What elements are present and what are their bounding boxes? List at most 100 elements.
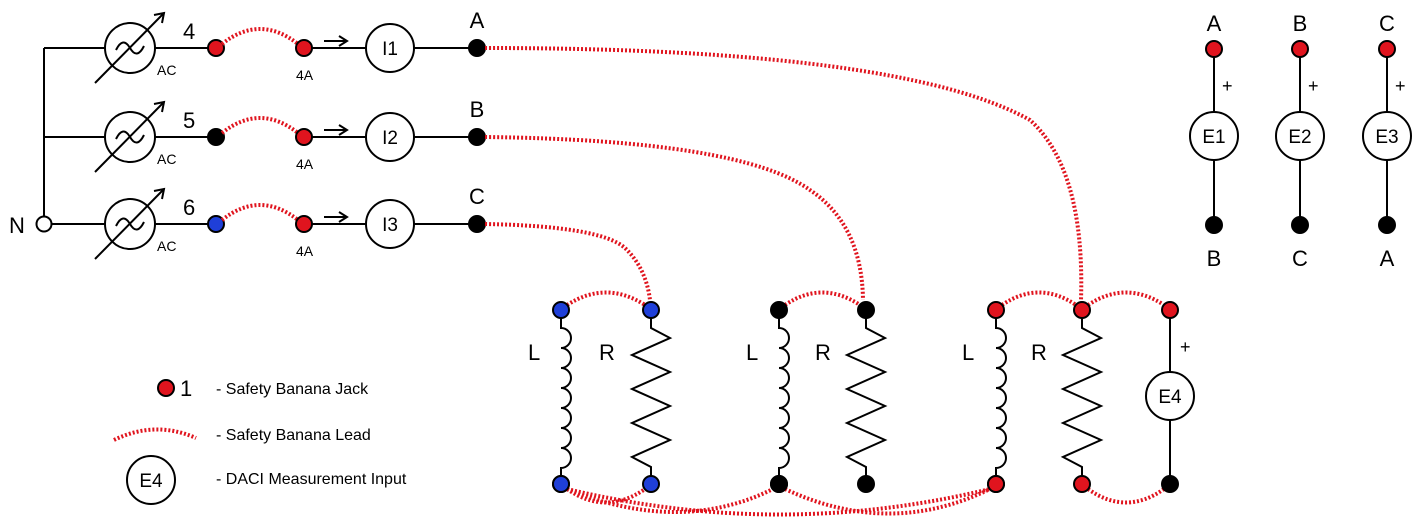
neutral-bus: N bbox=[9, 47, 105, 238]
source-jack[interactable] bbox=[207, 39, 225, 57]
e4-jack[interactable] bbox=[1161, 475, 1179, 493]
ac-source-icon bbox=[94, 11, 166, 84]
legend-meter-icon bbox=[126, 455, 176, 505]
current-direction-arrow-icon bbox=[324, 35, 349, 47]
resistor-label: R bbox=[1031, 340, 1047, 365]
fuse-rating-label: 4A bbox=[296, 243, 314, 259]
load-jack[interactable] bbox=[770, 301, 788, 319]
legend-jack-text: - Safety Banana Jack bbox=[216, 381, 369, 398]
load-jack[interactable] bbox=[857, 475, 875, 493]
voltmeter-bottom-jack[interactable] bbox=[1378, 216, 1396, 234]
e4-jack[interactable] bbox=[1161, 301, 1179, 319]
voltmeter-top-jack[interactable] bbox=[1205, 40, 1223, 58]
phase-terminal[interactable] bbox=[468, 215, 486, 233]
current-meter-label: I3 bbox=[382, 215, 398, 236]
fuse-jack[interactable] bbox=[295, 215, 313, 233]
source-row-b: 5 AC 4A I2 B bbox=[94, 97, 486, 173]
inductor-label: L bbox=[746, 340, 758, 365]
source-type-label: AC bbox=[157, 62, 176, 78]
voltmeter-bottom-jack[interactable] bbox=[1205, 216, 1223, 234]
neutral-lead-load2-to-load3 bbox=[784, 487, 991, 516]
fuse-rating-label: 4A bbox=[296, 156, 314, 172]
voltmeter-top-jack[interactable] bbox=[1378, 40, 1396, 58]
load-voltmeter-e4 bbox=[1145, 371, 1195, 421]
current-direction-arrow-icon bbox=[324, 211, 349, 223]
lead-phase-a-to-load-3 bbox=[484, 46, 1084, 301]
inductor-label: L bbox=[528, 340, 540, 365]
load-3: L R E4 + bbox=[962, 290, 1195, 505]
voltmeter-top-jack[interactable] bbox=[1291, 40, 1309, 58]
inductor-coil bbox=[995, 318, 1007, 476]
voltmeter-label: E1 bbox=[1202, 127, 1225, 148]
resistor-zigzag bbox=[844, 318, 888, 476]
voltmeter-body bbox=[1275, 111, 1325, 161]
source-number: 5 bbox=[183, 108, 195, 133]
voltmeter-e1: A E1 + B bbox=[1189, 11, 1239, 271]
ac-source-icon bbox=[94, 187, 166, 260]
voltmeter-e3: C E3 + A bbox=[1362, 11, 1412, 271]
load-jack[interactable] bbox=[552, 301, 570, 319]
source-row-a: 4 AC 4A I1 A bbox=[94, 8, 486, 84]
legend-jack-icon bbox=[157, 379, 175, 397]
neutral-terminal bbox=[35, 215, 53, 233]
neutral-lead-load1-to-load2 bbox=[566, 487, 774, 514]
resistor-zigzag bbox=[1060, 318, 1104, 476]
legend: 1 - Safety Banana Jack - Safety Banana L… bbox=[113, 376, 407, 505]
phase-terminal[interactable] bbox=[468, 128, 486, 146]
voltmeter-label: E2 bbox=[1288, 127, 1311, 148]
fuse-lead bbox=[220, 27, 300, 46]
resistor-label: R bbox=[599, 340, 615, 365]
source-jack[interactable] bbox=[207, 215, 225, 233]
neutral-lead-load1-to-load3 bbox=[566, 487, 991, 517]
inductor-label: L bbox=[962, 340, 974, 365]
phase-label: C bbox=[469, 184, 485, 209]
voltmeter-body bbox=[1189, 111, 1239, 161]
resistor-label: R bbox=[815, 340, 831, 365]
voltmeter-bottom-jack[interactable] bbox=[1291, 216, 1309, 234]
voltmeter-polarity: + bbox=[1308, 76, 1319, 96]
load-jack[interactable] bbox=[987, 301, 1005, 319]
voltmeter-bottom-label: A bbox=[1380, 246, 1395, 271]
voltmeter-body bbox=[1362, 111, 1412, 161]
load-jack[interactable] bbox=[642, 301, 660, 319]
source-number: 6 bbox=[183, 195, 195, 220]
ac-source-icon bbox=[94, 100, 166, 173]
load-jack[interactable] bbox=[642, 475, 660, 493]
bridge-lead-bottom-e4 bbox=[1086, 487, 1166, 505]
bridge-lead-top bbox=[565, 290, 647, 307]
load-1: L R bbox=[528, 290, 673, 505]
source-type-label: AC bbox=[157, 238, 176, 254]
source-row-c: 6 AC 4A I3 C bbox=[94, 184, 486, 260]
bridge-lead-top bbox=[1000, 290, 1078, 307]
current-meter-label: I2 bbox=[382, 128, 398, 149]
bridge-lead-top bbox=[783, 290, 862, 307]
load-2: L R bbox=[746, 290, 888, 493]
load-jack[interactable] bbox=[1073, 301, 1091, 319]
voltmeter-e2: B E2 + C bbox=[1275, 11, 1325, 271]
resistor-zigzag bbox=[629, 318, 673, 476]
source-number: 4 bbox=[183, 19, 195, 44]
voltmeter-top-label: B bbox=[1293, 11, 1308, 36]
fuse-jack[interactable] bbox=[295, 39, 313, 57]
fuse-lead bbox=[220, 203, 300, 222]
phase-terminal[interactable] bbox=[468, 39, 486, 57]
current-direction-arrow-icon bbox=[324, 124, 349, 136]
lead-phase-c-to-load-1 bbox=[484, 222, 652, 301]
phase-label: B bbox=[470, 97, 485, 122]
inductor-coil bbox=[778, 318, 790, 476]
voltmeter-polarity: + bbox=[1222, 76, 1233, 96]
voltmeter-polarity: + bbox=[1395, 76, 1406, 96]
voltmeter-bottom-label: B bbox=[1207, 246, 1222, 271]
current-meter-label: I1 bbox=[382, 39, 398, 60]
bridge-lead-top-e4 bbox=[1086, 290, 1166, 307]
phase-label: A bbox=[470, 8, 485, 33]
voltmeter-label: E3 bbox=[1375, 127, 1398, 148]
source-jack[interactable] bbox=[207, 128, 225, 146]
fuse-jack[interactable] bbox=[295, 128, 313, 146]
legend-meter-text: - DACI Measurement Input bbox=[216, 471, 407, 488]
load-jack[interactable] bbox=[1073, 475, 1091, 493]
load-voltmeter-label: E4 bbox=[1158, 387, 1182, 408]
voltmeter-top-label: C bbox=[1379, 11, 1395, 36]
load-jack[interactable] bbox=[857, 301, 875, 319]
